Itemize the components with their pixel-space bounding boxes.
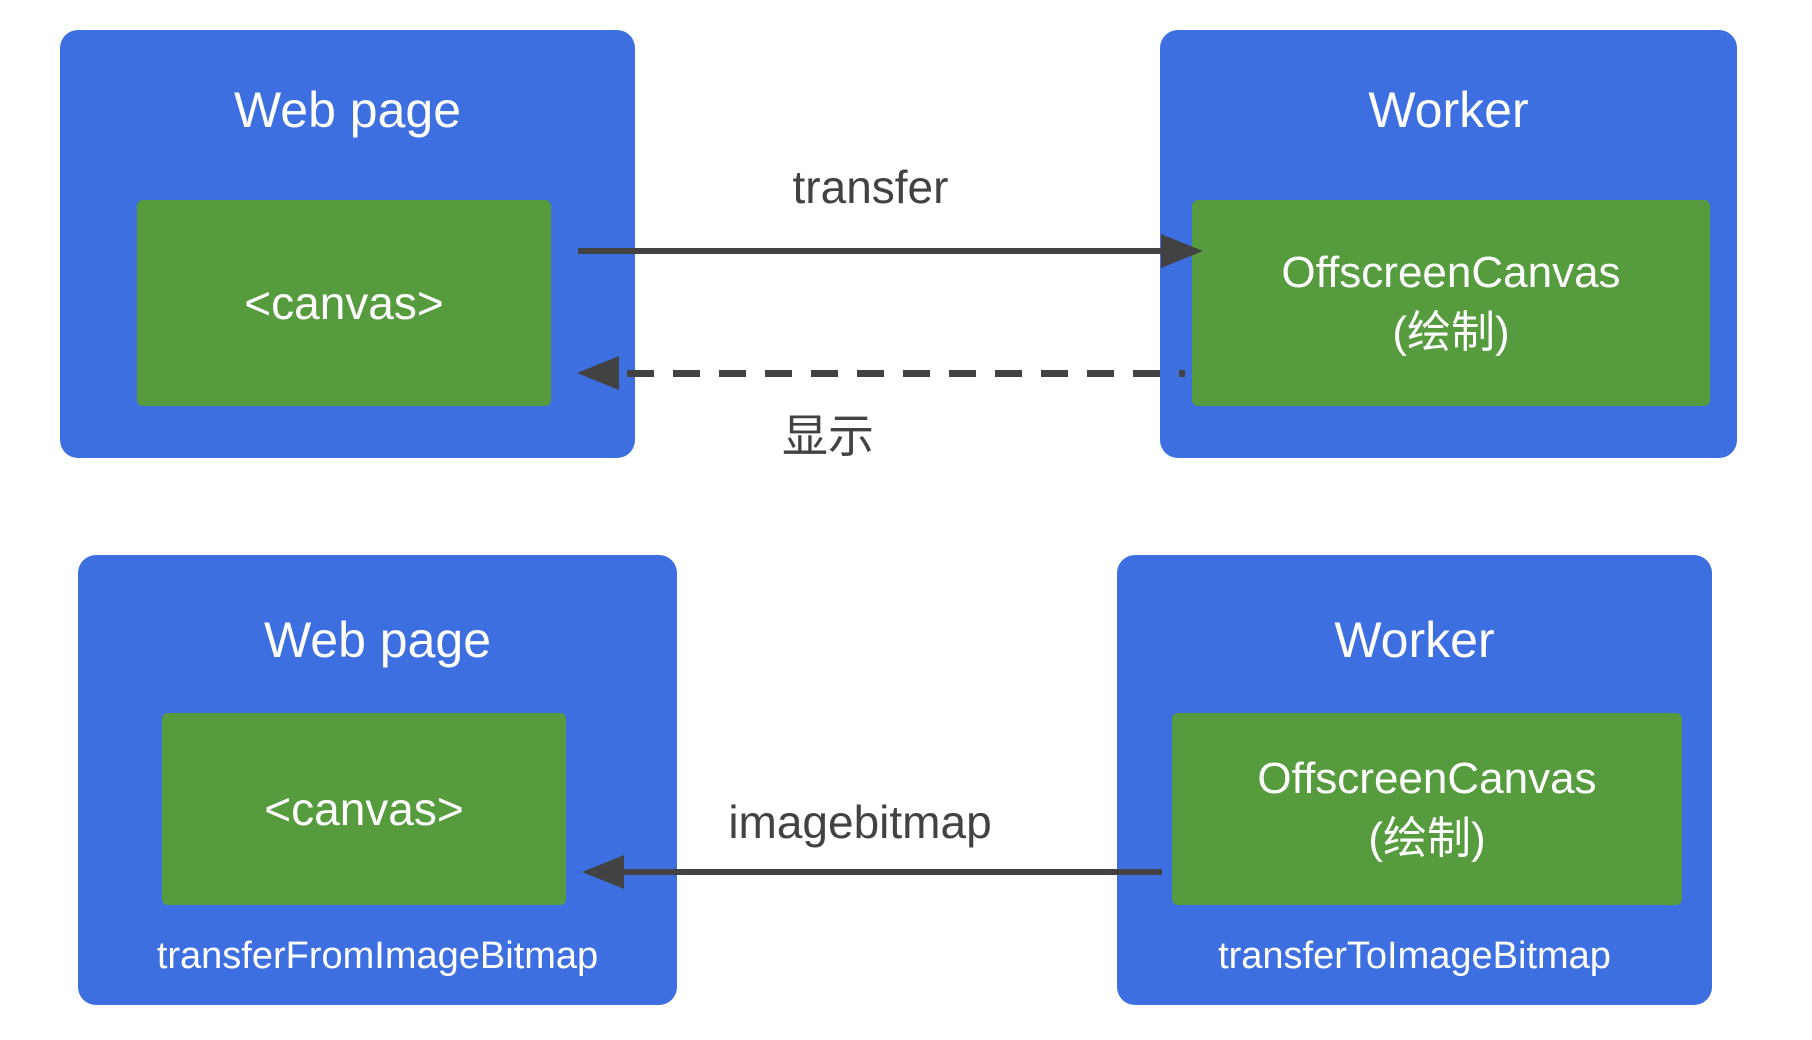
- transfer-to-imagebitmap-label: transferToImageBitmap: [1218, 935, 1611, 977]
- top-offscreencanvas-label: OffscreenCanvas: [1281, 248, 1621, 297]
- top-canvas-label: <canvas>: [244, 277, 444, 329]
- top-webpage-title: Web page: [233, 82, 462, 138]
- transfer-arrow-label: transfer: [792, 161, 949, 213]
- bottom-worker-title: Worker: [1334, 612, 1495, 668]
- display-arrow-line: [627, 370, 1185, 377]
- bottom-canvas-label: <canvas>: [264, 783, 464, 835]
- bottom-offscreencanvas-sublabel: (绘制): [1368, 814, 1486, 863]
- top-worker-box: Worker OffscreenCanvas (绘制): [1160, 30, 1737, 458]
- imagebitmap-arrow-line: [620, 869, 1162, 875]
- top-canvas-box: <canvas>: [137, 200, 551, 406]
- top-worker-title: Worker: [1368, 82, 1529, 138]
- imagebitmap-arrowhead-icon: [582, 855, 624, 889]
- bottom-offscreencanvas-label: OffscreenCanvas: [1257, 754, 1597, 803]
- bottom-webpage-title: Web page: [263, 612, 492, 668]
- transfer-from-imagebitmap-label: transferFromImageBitmap: [156, 935, 599, 977]
- top-offscreencanvas-box: OffscreenCanvas (绘制): [1192, 200, 1710, 406]
- bottom-canvas-box: <canvas>: [162, 713, 566, 905]
- display-arrowhead-icon: [577, 356, 619, 390]
- top-webpage-box: Web page <canvas>: [60, 30, 635, 458]
- imagebitmap-arrow-label: imagebitmap: [728, 796, 992, 848]
- bottom-webpage-box: Web page <canvas> transferFromImageBitma…: [78, 555, 677, 1005]
- transfer-arrow-line: [578, 248, 1163, 254]
- bottom-offscreencanvas-box: OffscreenCanvas (绘制): [1172, 713, 1682, 905]
- top-offscreencanvas-sublabel: (绘制): [1392, 308, 1510, 357]
- display-arrow-label: 显示: [782, 410, 874, 462]
- bottom-worker-box: Worker OffscreenCanvas (绘制) transferToIm…: [1117, 555, 1712, 1005]
- transfer-arrowhead-icon: [1161, 234, 1203, 268]
